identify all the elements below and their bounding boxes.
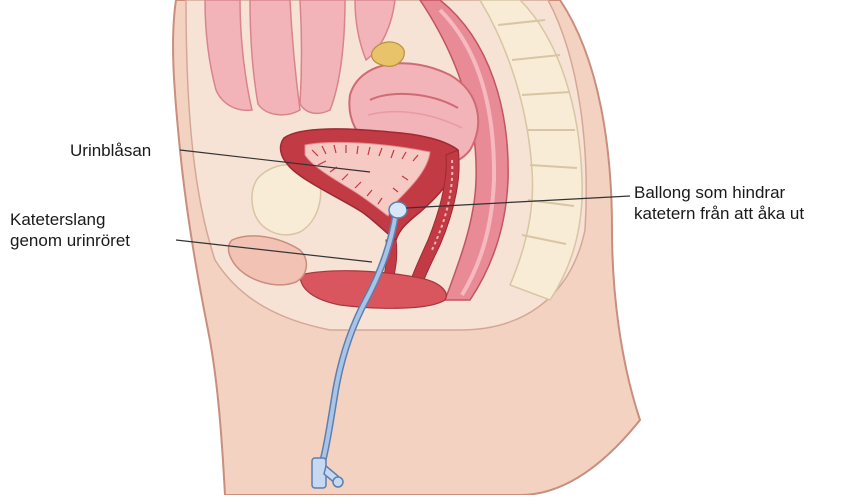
label-catheter-tube-line2: genom urinröret	[10, 230, 130, 251]
label-balloon-line1: Ballong som hindrar	[634, 182, 804, 203]
label-balloon-line2: katetern från att åka ut	[634, 203, 804, 224]
catheter-balloon	[389, 202, 407, 218]
ovary	[372, 42, 405, 66]
label-balloon: Ballong som hindrar katetern från att åk…	[634, 182, 804, 224]
label-catheter-tube-line1: Kateterslang	[10, 209, 130, 230]
label-bladder: Urinblåsan	[70, 140, 151, 161]
label-catheter-tube: Kateterslang genom urinröret	[10, 209, 130, 251]
label-bladder-text: Urinblåsan	[70, 140, 151, 161]
